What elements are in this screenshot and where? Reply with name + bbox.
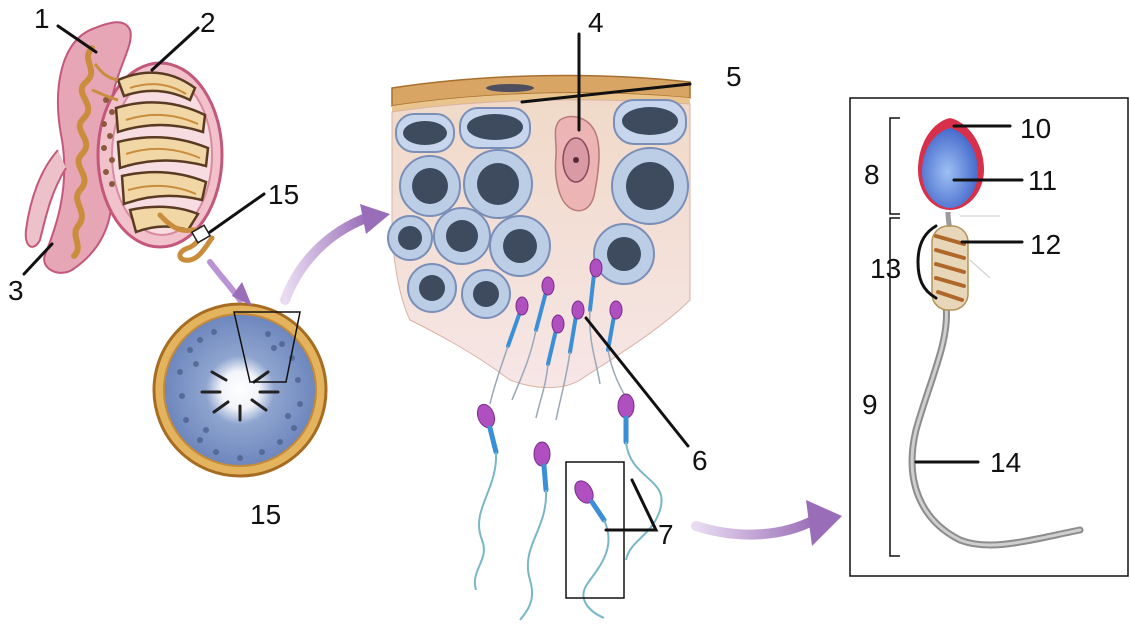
leader-2 (152, 28, 198, 70)
label-6: 6 (692, 445, 708, 476)
leader-7 (606, 480, 656, 530)
sperm-detail-panel (850, 98, 1128, 576)
testis-illustration (26, 22, 222, 273)
tubule-cross-section (154, 304, 326, 476)
label-12: 12 (1030, 229, 1061, 260)
label-4: 4 (588, 7, 604, 38)
sperm-midpiece (932, 226, 968, 310)
label-11: 11 (1028, 165, 1057, 196)
label-15-bottom: 15 (250, 499, 281, 530)
arrow-to-sperm (696, 520, 814, 535)
seminiferous-epithelium (388, 75, 690, 620)
label-10: 10 (1020, 113, 1051, 144)
label-9: 9 (862, 389, 878, 420)
label-5: 5 (726, 61, 742, 92)
label-13: 13 (870, 253, 901, 284)
label-3: 3 (8, 275, 24, 306)
label-2: 2 (200, 7, 216, 38)
label-14: 14 (990, 447, 1021, 478)
label-8: 8 (864, 159, 880, 190)
label-7: 7 (658, 519, 674, 550)
spermatozoa (474, 394, 661, 620)
label-1: 1 (34, 3, 50, 34)
label-15-top: 15 (268, 179, 299, 210)
leader-15a (210, 194, 264, 232)
arrow-to-tissue (285, 218, 366, 300)
